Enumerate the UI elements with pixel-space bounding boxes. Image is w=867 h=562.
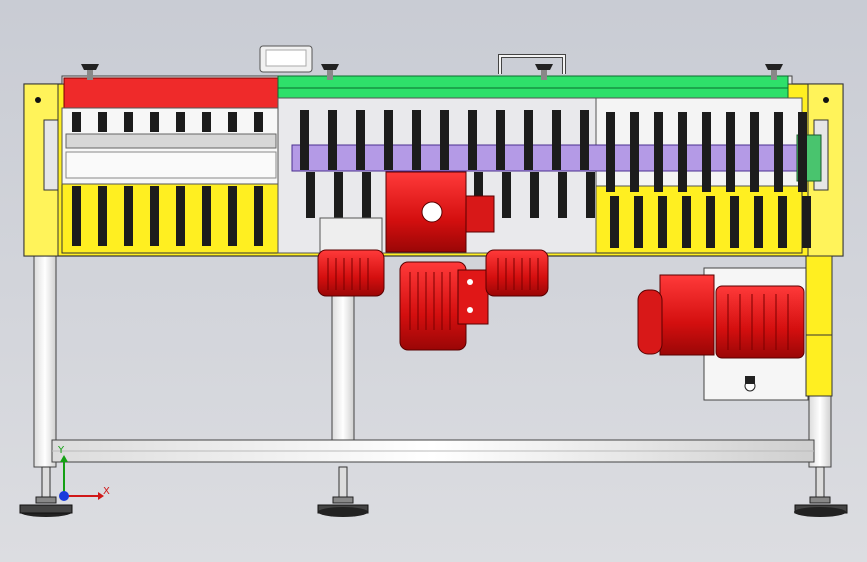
brush-bristle xyxy=(202,186,211,246)
brush-bristle xyxy=(384,110,393,170)
brush-bristle xyxy=(150,186,159,246)
brush-bristle xyxy=(150,112,159,132)
brush-bristle xyxy=(530,172,539,218)
brush-bristle xyxy=(254,112,263,132)
side-motor-unit xyxy=(637,255,833,401)
brush-bristle xyxy=(778,196,787,248)
y-axis-label: Y xyxy=(58,445,65,456)
leveling-feet xyxy=(19,466,848,517)
brush-bristle xyxy=(202,112,211,132)
brush-bristle xyxy=(798,112,807,192)
brush-bristle xyxy=(524,110,533,170)
brush-bristle xyxy=(328,110,337,170)
drive-assembly xyxy=(319,171,495,269)
brush-bristle xyxy=(730,196,739,248)
top-guard xyxy=(61,45,793,113)
brush-bristle xyxy=(630,112,639,192)
brush-bristle xyxy=(750,112,759,192)
brush-bristle xyxy=(558,172,567,218)
brush-bristle xyxy=(306,172,315,218)
motor-left xyxy=(317,249,385,297)
x-axis-label: X xyxy=(103,486,110,497)
brush-bristle xyxy=(658,196,667,248)
brush-bristle xyxy=(98,112,107,132)
brush-bristle xyxy=(228,112,237,132)
support-frame xyxy=(33,254,832,468)
brush-bristle xyxy=(586,172,595,218)
brush-bristle xyxy=(412,110,421,170)
brush-bristle xyxy=(362,172,371,218)
clamp-knobs xyxy=(81,64,783,80)
brush-bristle xyxy=(654,112,663,192)
brush-bristle xyxy=(702,112,711,192)
brush-bristle xyxy=(726,112,735,192)
brush-bristle xyxy=(98,186,107,246)
brush-bristle xyxy=(176,186,185,246)
brush-bristle xyxy=(496,110,505,170)
brush-bristle xyxy=(228,186,237,246)
brush-bristle xyxy=(474,172,483,218)
brush-bristle xyxy=(440,110,449,170)
brush-bristle xyxy=(552,110,561,170)
brush-bristle xyxy=(356,110,365,170)
brush-bristle xyxy=(176,112,185,132)
brush-bristle xyxy=(682,196,691,248)
brush-bristle xyxy=(254,186,263,246)
brush-bristle xyxy=(72,112,81,132)
brush-bristle xyxy=(634,196,643,248)
brush-bristle xyxy=(502,172,511,218)
brush-bristle xyxy=(334,172,343,218)
brush-bristle xyxy=(124,186,133,246)
brush-bristle xyxy=(606,112,615,192)
coordinate-triad xyxy=(59,455,104,501)
brush-bristle xyxy=(72,186,81,246)
roller-shaft xyxy=(291,134,822,182)
brush-bristle xyxy=(124,112,133,132)
brush-bristle xyxy=(678,112,687,192)
motor-right-upper xyxy=(485,249,549,297)
brush-bristle xyxy=(610,196,619,248)
brush-bristle xyxy=(754,196,763,248)
brush-bristle xyxy=(300,110,309,170)
brush-bristle xyxy=(706,196,715,248)
motor-center xyxy=(399,261,489,351)
brush-bristle xyxy=(802,196,811,248)
brush-bristle xyxy=(774,112,783,192)
brush-bristle xyxy=(580,110,589,170)
brush-bristle xyxy=(468,110,477,170)
